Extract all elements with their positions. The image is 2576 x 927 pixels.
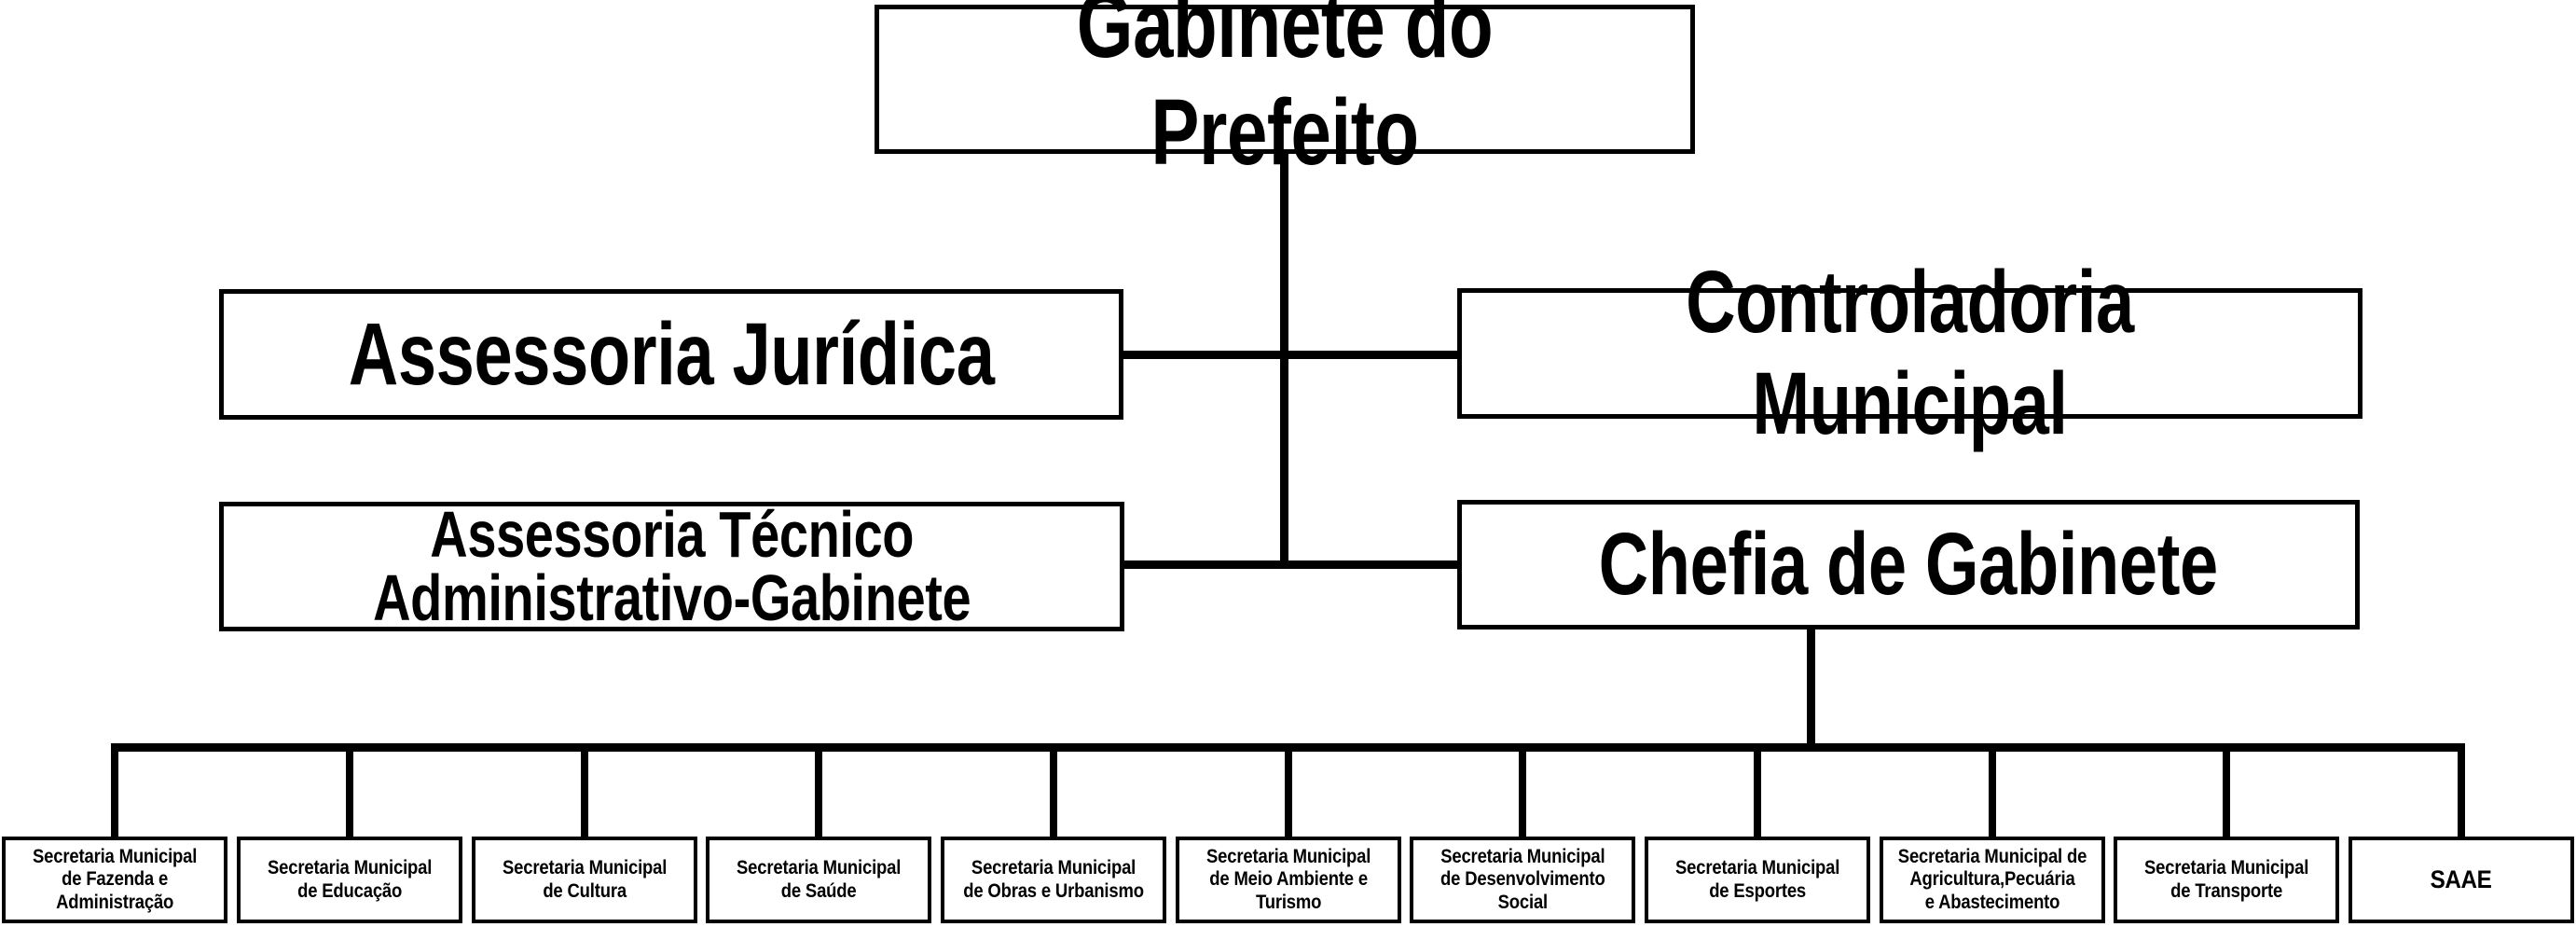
org-node-assessoria-tecnico-administrativo-gabinete: Assessoria Técnico Administrativo-Gabine… [219,502,1124,631]
org-node-sec-esportes-label: Secretaria Municipal de Esportes [1674,857,1840,902]
org-node-gabinete-do-prefeito-label: Gabinete do Prefeito [1076,0,1494,185]
org-node-sec-fazenda-administracao-label: Secretaria Municipal de Fazenda e Admini… [32,845,198,913]
org-node-sec-educacao-label: Secretaria Municipal de Educação [267,857,433,902]
org-node-sec-meio-ambiente-turismo-label: Secretaria Municipal de Meio Ambiente e … [1205,845,1371,913]
org-node-sec-obras-urbanismo: Secretaria Municipal de Obras e Urbanism… [941,837,1166,923]
org-node-chefia-de-gabinete: Chefia de Gabinete [1457,500,2360,630]
connector-drop-3 [581,743,588,837]
org-node-controladoria-municipal-label: Controladoria Municipal [1686,253,2134,453]
org-node-sec-saude-label: Secretaria Municipal de Saúde [736,857,902,902]
org-node-sec-desenvolvimento-social: Secretaria Municipal de Desenvolvimento … [1410,837,1635,923]
connector-drop-11 [2458,743,2465,837]
org-node-gabinete-do-prefeito: Gabinete do Prefeito [875,0,1695,185]
connector-drop-10 [2223,743,2230,837]
org-node-sec-cultura-label: Secretaria Municipal de Cultura [502,857,668,902]
connector-drop-4 [815,743,822,837]
connector-drop-8 [1754,743,1761,837]
connector-level3-horizontal [1121,560,1460,569]
org-node-chefia-de-gabinete-label: Chefia de Gabinete [1598,515,2219,614]
org-node-controladoria-municipal: Controladoria Municipal [1457,253,2362,453]
connector-root-vertical [1280,151,1288,569]
connector-drop-2 [346,743,353,837]
connector-drop-9 [1989,743,1996,837]
org-node-saae-label: SAAE [2431,865,2492,893]
org-node-sec-fazenda-administracao: Secretaria Municipal de Fazenda e Admini… [2,837,227,923]
org-node-sec-desenvolvimento-social-label: Secretaria Municipal de Desenvolvimento … [1440,845,1605,913]
connector-drop-6 [1285,743,1292,837]
org-node-sec-agricultura-pecuaria-abastecimento: Secretaria Municipal de Agricultura,Pecu… [1880,837,2105,923]
org-node-assessoria-juridica-label: Assessoria Jurídica [348,304,995,404]
connector-drop-5 [1050,743,1057,837]
connector-chefia-vertical [1807,628,1815,749]
org-node-sec-transporte: Secretaria Municipal de Transporte [2114,837,2339,923]
org-node-assessoria-tecnico-administrativo-gabinete-label: Assessoria Técnico Administrativo-Gabine… [372,498,971,634]
org-node-assessoria-juridica: Assessoria Jurídica [219,289,1123,420]
org-node-sec-esportes: Secretaria Municipal de Esportes [1645,837,1870,923]
connector-drop-1 [111,743,118,837]
org-node-sec-educacao: Secretaria Municipal de Educação [237,837,462,923]
org-node-sec-transporte-label: Secretaria Municipal de Transporte [2143,857,2309,902]
org-node-sec-meio-ambiente-turismo: Secretaria Municipal de Meio Ambiente e … [1176,837,1401,923]
org-node-sec-agricultura-pecuaria-abastecimento-label: Secretaria Municipal de Agricultura,Pecu… [1897,845,2087,913]
org-node-sec-cultura: Secretaria Municipal de Cultura [472,837,697,923]
org-node-sec-obras-urbanismo-label: Secretaria Municipal de Obras e Urbanism… [963,857,1144,902]
org-node-saae: SAAE [2349,837,2574,923]
connector-level2-horizontal [1121,351,1460,359]
org-node-sec-saude: Secretaria Municipal de Saúde [706,837,931,923]
connector-drop-7 [1519,743,1526,837]
